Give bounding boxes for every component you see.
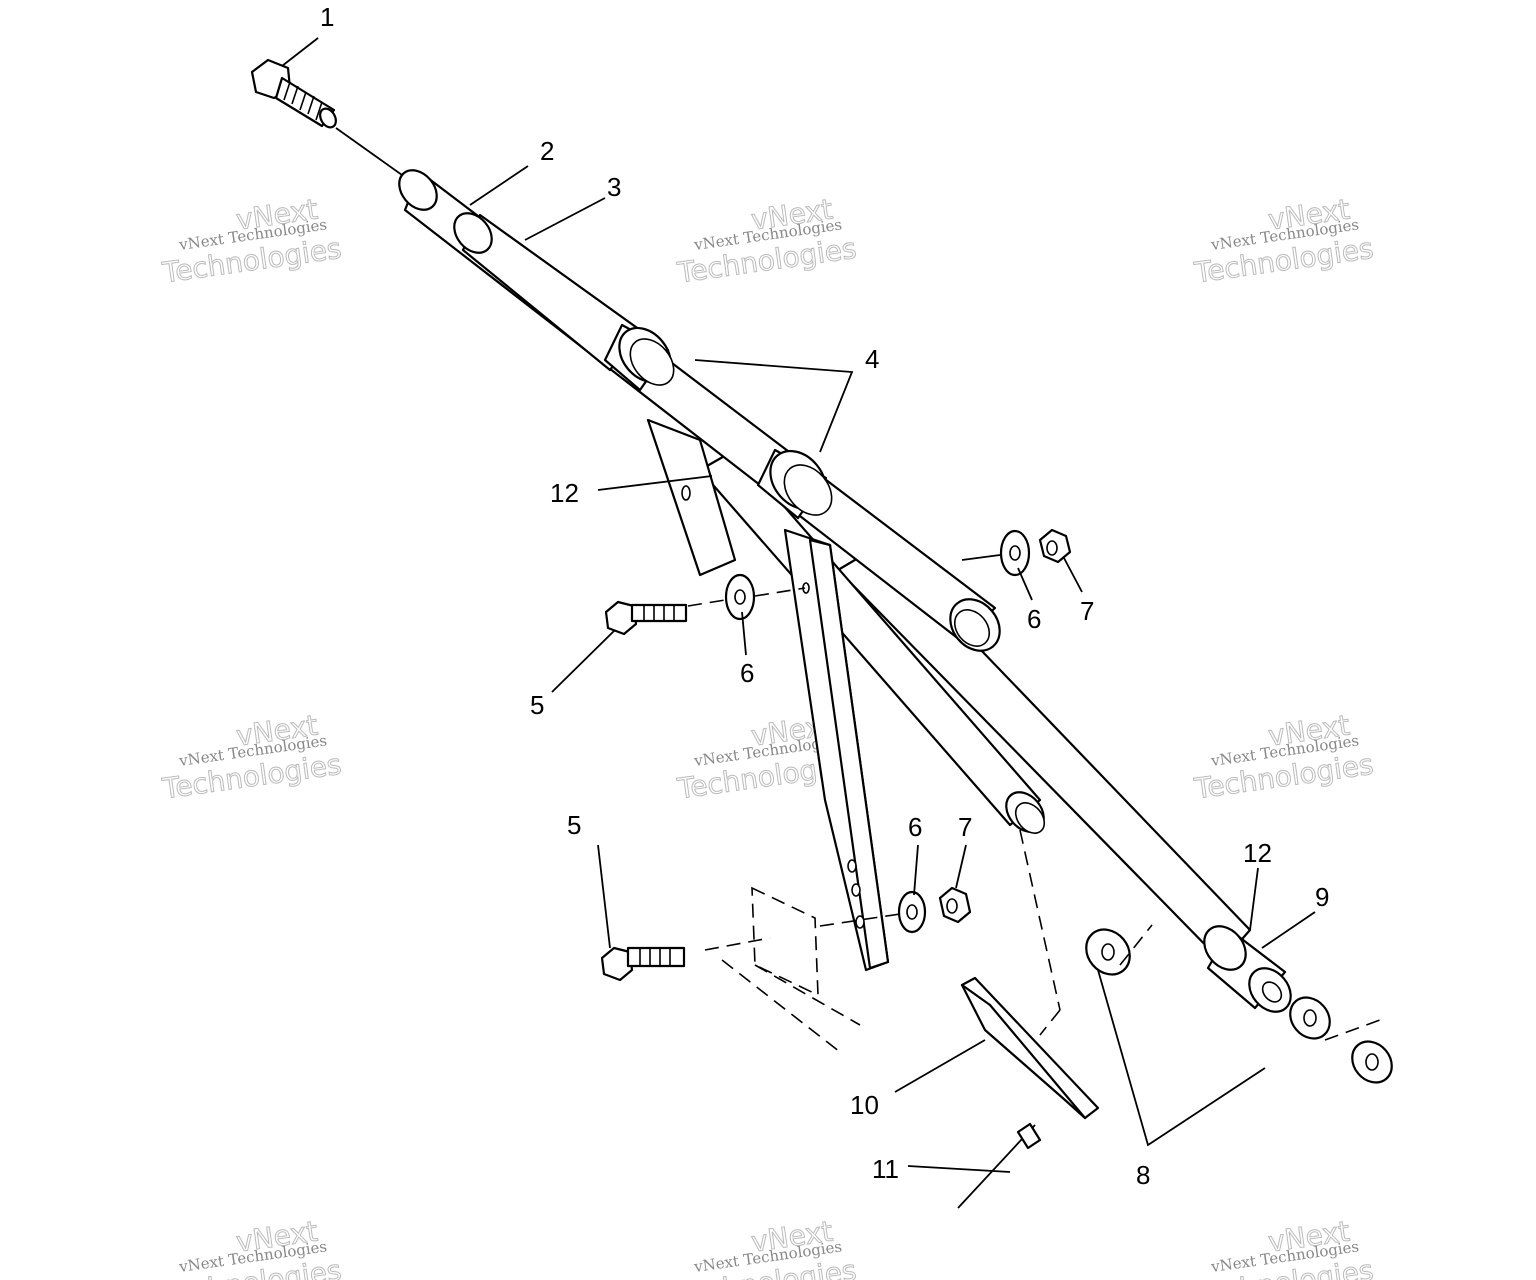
watermark: vNext vNext Technologies Technologies — [159, 192, 344, 290]
callout-6-upper-left: 6 — [740, 658, 754, 688]
callout-1: 1 — [320, 2, 334, 32]
bolt-5-lower — [600, 946, 686, 982]
bolt-5-upper — [604, 600, 688, 636]
mounting-plate-left — [646, 418, 737, 577]
assembly-lines — [335, 127, 1381, 1041]
washer-8-mid — [1289, 996, 1331, 1040]
bolt-1 — [250, 58, 337, 129]
callout-5-upper: 5 — [530, 690, 544, 720]
callout-3: 3 — [607, 172, 621, 202]
washer-6-lower — [897, 890, 927, 934]
washer-8-right — [1351, 1040, 1393, 1084]
callout-6-upper-right: 6 — [1027, 604, 1041, 634]
callout-10: 10 — [850, 1090, 879, 1120]
washer-8-left — [1085, 928, 1131, 976]
bushing-4-lower — [756, 448, 833, 520]
callout-12-lower: 12 — [1243, 838, 1272, 868]
mounting-plate-right — [783, 528, 890, 972]
pin-11 — [957, 1122, 1042, 1209]
lower-arm-tube — [698, 448, 1252, 964]
ghost-plate — [721, 886, 861, 1053]
callout-8: 8 — [1136, 1160, 1150, 1190]
watermark: vNext vNext Technologies Technologies — [159, 708, 344, 806]
watermark: vNext vNext Technologies Technologies — [159, 1214, 344, 1280]
callout-11: 11 — [872, 1154, 899, 1184]
callout-4: 4 — [865, 344, 879, 374]
callout-labels: 1 2 3 4 12 5 6 6 7 5 6 7 12 9 10 11 8 — [320, 2, 1329, 1190]
callout-7-upper: 7 — [1080, 596, 1094, 626]
callout-leaders — [281, 37, 1316, 1173]
sleeve-3 — [453, 212, 642, 372]
nut-7-lower — [938, 886, 972, 924]
callout-7-lower: 7 — [958, 812, 972, 842]
bushing-lower-tube — [1005, 791, 1046, 834]
callout-5-lower: 5 — [567, 810, 581, 840]
callout-9: 9 — [1315, 882, 1329, 912]
callout-6-lower: 6 — [908, 812, 922, 842]
watermark: vNext vNext Technologies Technologies — [1191, 708, 1376, 806]
washer-6-upper-right — [999, 529, 1031, 577]
callout-12-upper: 12 — [550, 478, 579, 508]
nut-7-upper — [1038, 528, 1072, 564]
watermark: vNext vNext Technologies Technologies — [1191, 192, 1376, 290]
washer-6-upper-left — [724, 573, 756, 621]
watermark: vNext vNext Technologies Technologies — [674, 192, 859, 290]
pivot-shaft-9 — [1203, 925, 1292, 1013]
watermark: vNext vNext Technologies Technologies — [1191, 1214, 1376, 1280]
callout-2: 2 — [540, 136, 554, 166]
watermark: vNext vNext Technologies Technologies — [674, 1214, 859, 1280]
bracket-10 — [960, 976, 1100, 1120]
bushing-4-upper — [603, 323, 675, 392]
